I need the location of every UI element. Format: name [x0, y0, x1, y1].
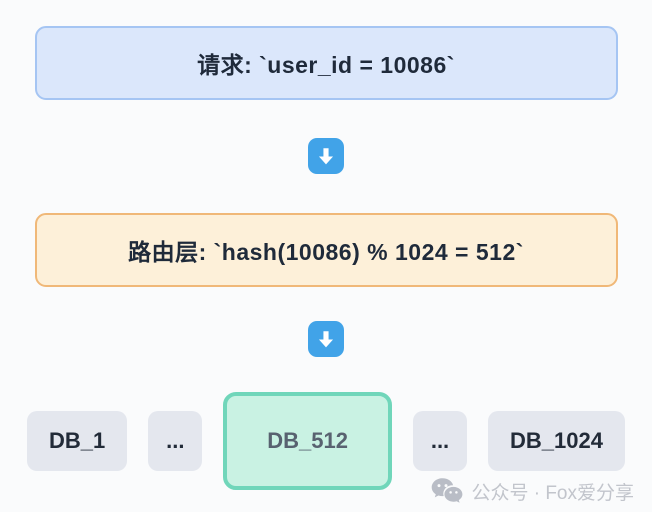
ellipsis-label: ...: [166, 428, 185, 453]
ellipsis-label: ...: [430, 428, 450, 453]
down-arrow-icon: [308, 321, 344, 357]
routing-box-label: 路由层: `hash(10086) % 1024 = 512`: [128, 239, 524, 265]
db-node-1: DB_1: [27, 411, 128, 471]
ellipsis-node: ...: [413, 411, 467, 471]
request-box: 请求: `user_id = 10086`: [34, 26, 618, 100]
watermark-text: 公众号 · Fox爱分享: [471, 482, 634, 504]
request-box-label: 请求: `user_id = 10086`: [197, 52, 455, 78]
routing-box: 路由层: `hash(10086) % 1024 = 512`: [34, 213, 618, 287]
database-shard-row: DB_1 ... DB_512 ... DB_1024: [27, 392, 625, 490]
down-arrow-icon: [308, 138, 344, 174]
db-node-1024: DB_1024: [488, 411, 625, 471]
db-node-label: DB_1024: [510, 428, 603, 453]
ellipsis-node: ...: [148, 411, 203, 471]
db-node-label: DB_512: [267, 428, 348, 453]
db-node-512-highlighted: DB_512: [223, 392, 392, 490]
db-node-label: DB_1: [49, 428, 106, 453]
watermark: 公众号 · Fox爱分享: [430, 477, 634, 505]
wechat-icon: [430, 477, 464, 505]
